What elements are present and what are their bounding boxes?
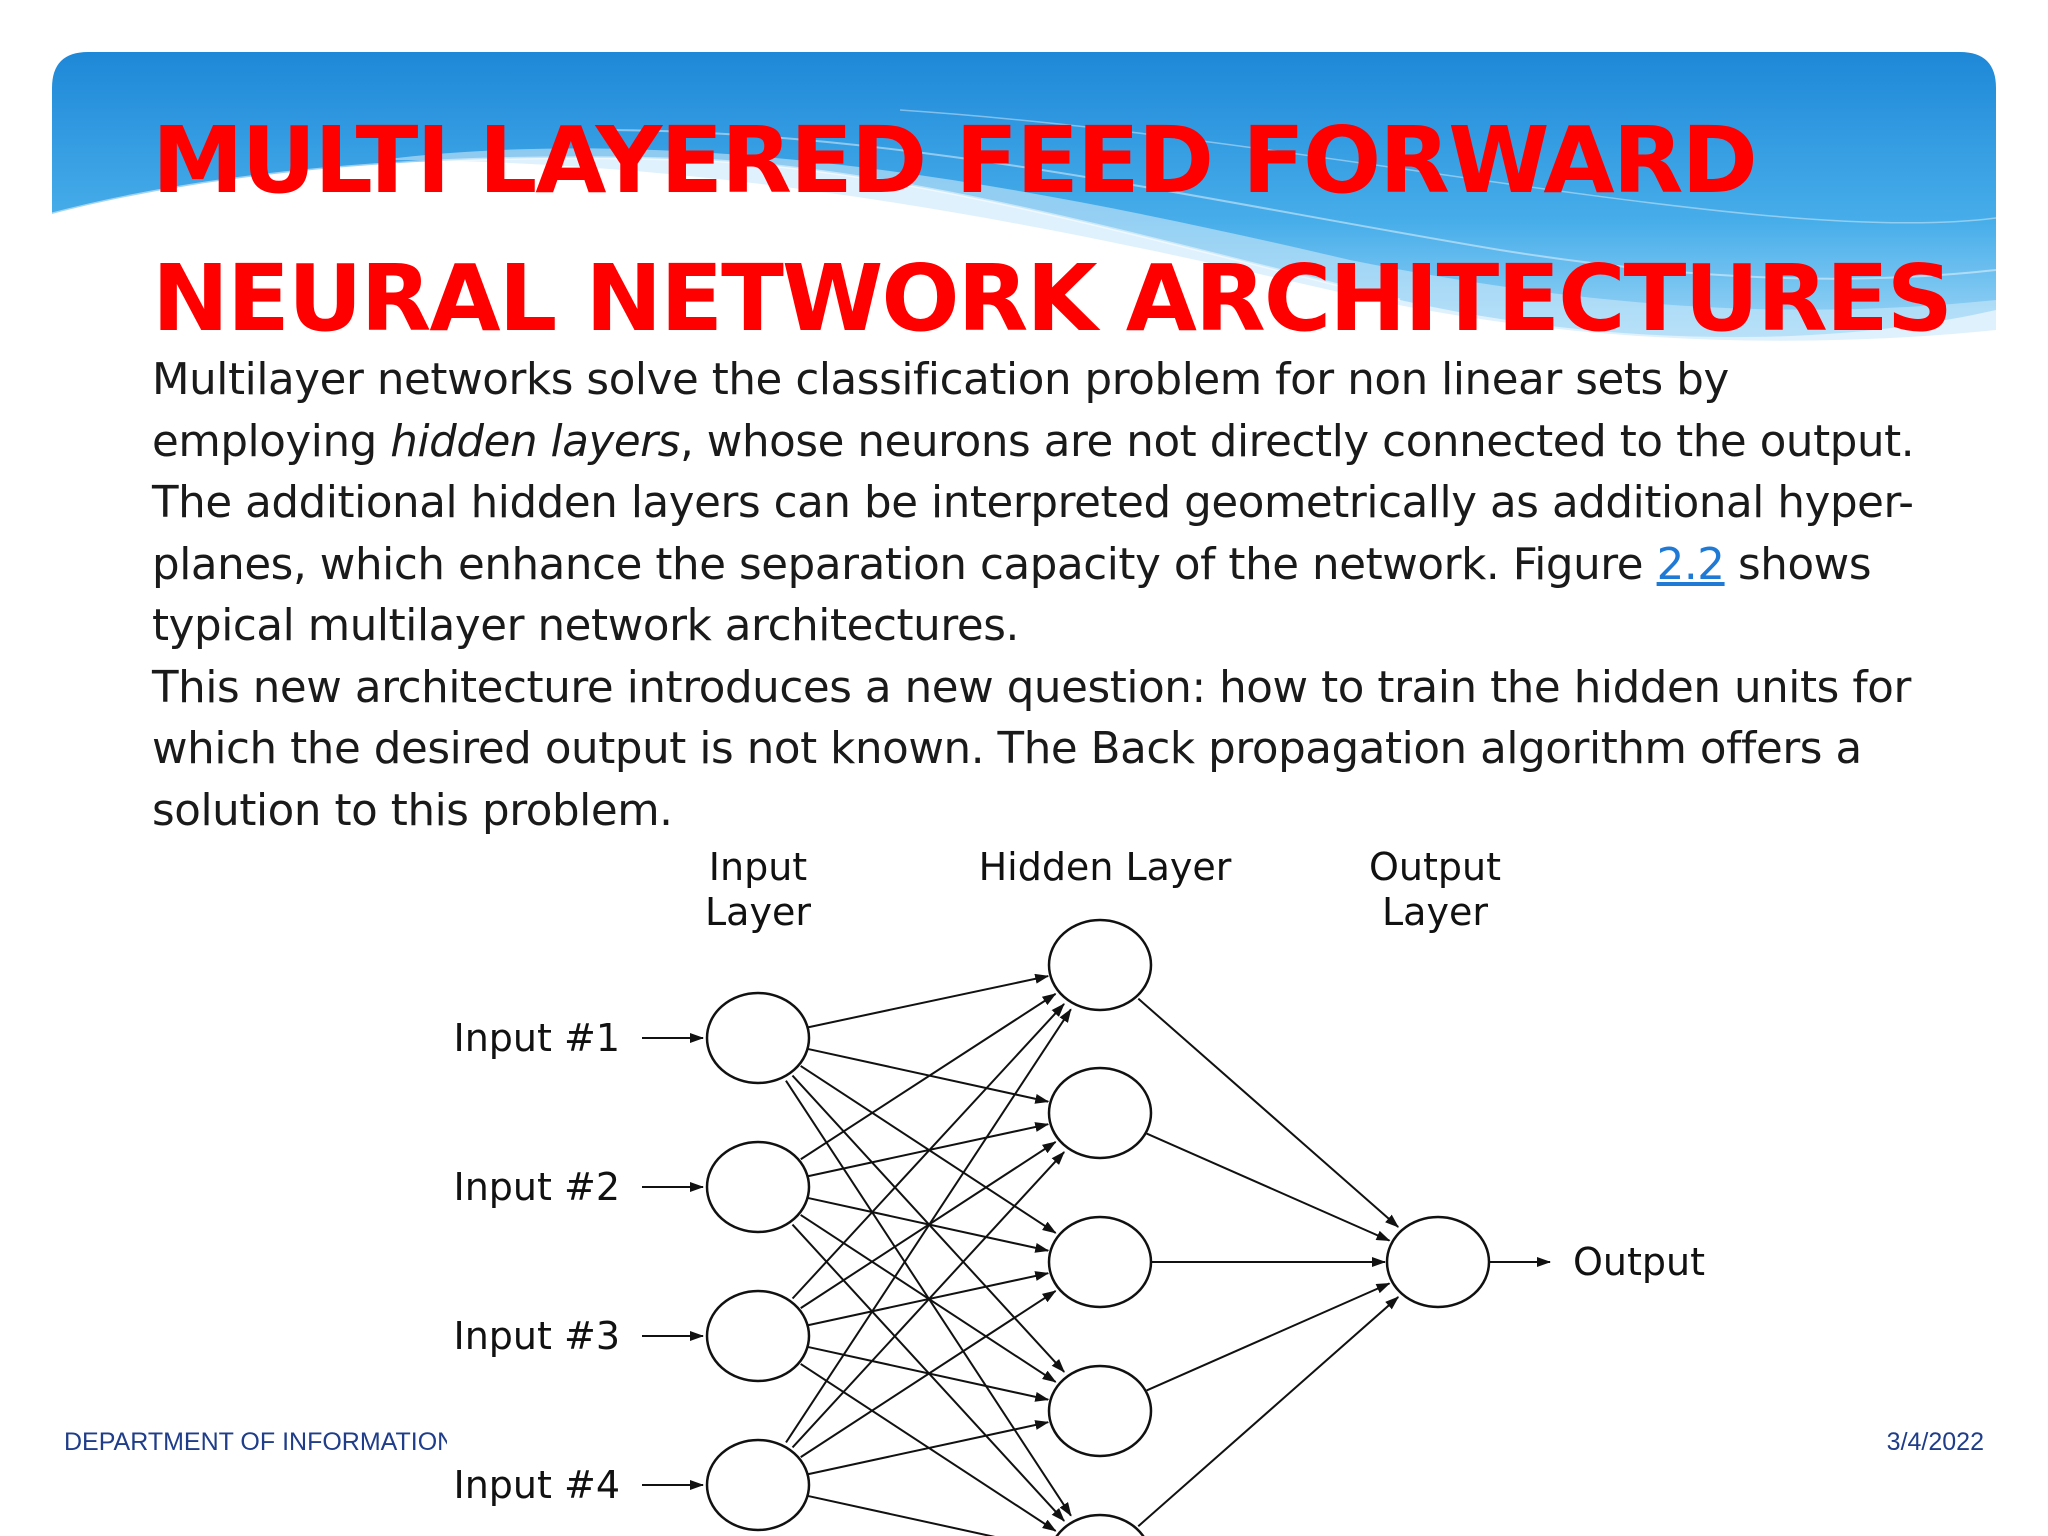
output-layer-header-line-2: Layer [1382, 890, 1488, 934]
network-nodes [705, 918, 1491, 1536]
figure-reference-link[interactable]: 2.2 [1656, 539, 1725, 590]
connection-input-4-hidden-4 [807, 1420, 1050, 1476]
output-label: Output [1573, 1240, 1705, 1284]
connection-hidden-4-output [1146, 1282, 1391, 1392]
connection-hidden-2-output [1146, 1132, 1391, 1242]
input-label-3: Input #3 [454, 1314, 621, 1358]
connection-input-4-hidden-3 [800, 1290, 1057, 1458]
connection-input-4-hidden-1 [785, 1008, 1072, 1443]
output-layer-header-line-1: Output [1369, 845, 1501, 889]
hidden-node-5 [1055, 1513, 1145, 1536]
footer-department: DEPARTMENT OF INFORMATION TECHNOLOGY [64, 1428, 447, 1456]
connection-hidden-1-output [1137, 997, 1399, 1228]
network-labels: Input #1 Input #2 Input #3 Input #4 Output [454, 1016, 1706, 1507]
input-node-1 [705, 991, 811, 1085]
body-line-2: employing hidden layers, whose neurons a… [152, 412, 1952, 474]
body-line-2-start: employing [152, 416, 391, 467]
body-line-4: planes, which enhance the separation cap… [152, 535, 1952, 597]
body-line-6: This new architecture introduces a new q… [152, 662, 1911, 713]
neural-network-diagram: Input Layer Hidden Layer Output Layer In… [454, 845, 1706, 1536]
slide-title-line-1: MULTI LAYERED FEED FORWARD [152, 107, 1758, 214]
footer-date: 3/4/2022 [1886, 1428, 1984, 1456]
input-node-4 [705, 1438, 811, 1532]
header-wave-banner [51, 52, 1997, 341]
input-node-2 [705, 1140, 811, 1234]
connection-input-1-hidden-2 [807, 1047, 1050, 1104]
input-layer-header-line-2: Layer [705, 890, 811, 934]
hidden-node-2 [1047, 1066, 1153, 1160]
output-node [1385, 1215, 1491, 1309]
hidden-node-3 [1047, 1215, 1153, 1309]
connection-hidden-5-output [1137, 1296, 1399, 1528]
body-line-2-end: , whose neurons are not directly connect… [679, 416, 1915, 467]
body-line-4-end: shows [1724, 539, 1872, 590]
input-label-2: Input #2 [454, 1165, 621, 1209]
network-connections [642, 973, 1551, 1536]
connection-input-4-hidden-5 [807, 1494, 996, 1536]
hidden-layers-emphasis: hidden layers [390, 416, 680, 467]
hidden-node-1 [1047, 918, 1153, 1012]
input-label-1: Input #1 [454, 1016, 621, 1060]
body-line-1: Multilayer networks solve the classifica… [152, 355, 1729, 405]
body-line-8: solution to this problem. [152, 785, 673, 836]
body-line-4-start: planes, which enhance the separation cap… [152, 539, 1657, 590]
slide-title: MULTI LAYERED FEED FORWARD NEURAL NETWOR… [152, 92, 2032, 368]
input-layer-header-line-1: Input [709, 845, 807, 889]
hidden-layer-header: Hidden Layer [979, 845, 1232, 889]
body-line-3: The additional hidden layers can be inte… [152, 478, 1914, 528]
connection-input-2-hidden-1 [800, 993, 1057, 1161]
hidden-node-4 [1047, 1364, 1153, 1458]
connection-input-1-hidden-1 [807, 973, 1050, 1029]
connection-input-4-hidden-2 [791, 1151, 1065, 1449]
input-node-3 [705, 1289, 811, 1383]
input-label-4: Input #4 [454, 1463, 621, 1507]
body-line-5: typical multilayer network architectures… [152, 601, 1019, 651]
body-line-7: which the desired output is not known. T… [152, 724, 1862, 774]
body-paragraph: Multilayer networks solve the classifica… [152, 350, 1952, 842]
connection-input-3-hidden-1 [791, 1003, 1065, 1300]
slide-title-line-2: NEURAL NETWORK ARCHITECTURES [152, 245, 1953, 352]
